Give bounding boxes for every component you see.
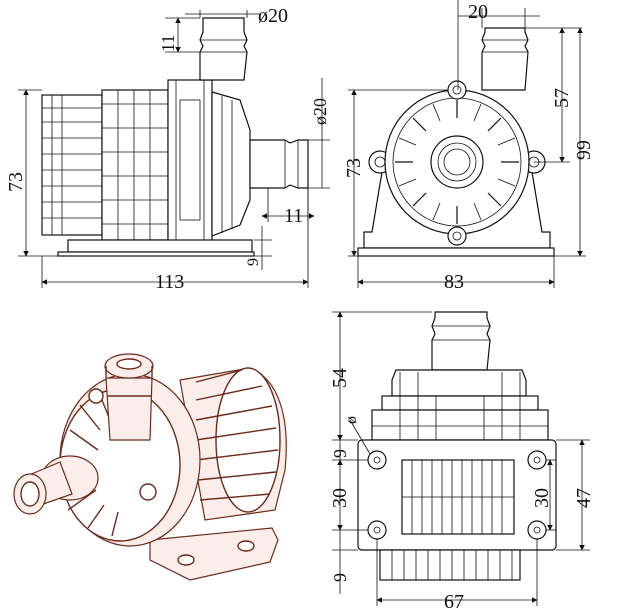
bottom-hole-offset-left: 9	[330, 449, 350, 458]
front-view: 20 57 99 73 83	[343, 0, 595, 293]
boss-bottom	[447, 226, 467, 246]
bottom-hole-bottom-right	[527, 520, 547, 540]
bottom-hole-bottom-left	[367, 520, 387, 540]
bottom-bottom-offset: 9	[330, 573, 350, 582]
bottom-view: 54 ø 9 30 30 47 9 67	[329, 311, 595, 613]
side-view: ø20 11 73 ø20 11 9 113	[5, 5, 330, 293]
bottom-head-mid	[381, 395, 539, 411]
side-outlet-diameter: ø20	[258, 5, 288, 27]
bottom-hole-diameter: ø	[343, 416, 360, 424]
iso-outlet-tube	[105, 377, 153, 441]
front-dims	[348, 0, 586, 288]
bottom-hole-spacing-left: 30	[329, 488, 351, 508]
iso-base-plate	[149, 527, 279, 581]
front-outlet-width: 20	[468, 1, 488, 23]
side-inlet-diameter: ø20	[310, 98, 330, 125]
front-inlet-outer	[430, 135, 484, 189]
motor-housing	[41, 94, 103, 236]
side-base-height: 9	[245, 258, 262, 266]
bottom-fins	[402, 460, 514, 534]
motor-fins	[42, 95, 102, 235]
base-plate	[67, 239, 253, 253]
bottom-head-ribs	[372, 372, 548, 440]
bottom-head-top	[391, 369, 527, 397]
front-base-plate	[357, 247, 555, 257]
front-overall-height: 99	[573, 140, 595, 160]
bottom-width: 67	[444, 591, 464, 613]
base-foot	[57, 251, 255, 257]
side-top-height: 11	[158, 35, 178, 52]
inlet-pipe	[249, 139, 309, 189]
bottom-top-height: 54	[329, 368, 351, 388]
body-ribs	[102, 90, 168, 240]
bottom-hole-spacing-right: 30	[531, 488, 553, 508]
front-outlet-offset: 57	[551, 88, 573, 108]
bottom-hole-top-right	[527, 450, 547, 470]
bottom-lower-fin-lines	[391, 550, 513, 580]
bottom-hole-top-left	[367, 450, 387, 470]
isometric-render	[13, 353, 287, 581]
pump-head-flange	[167, 79, 213, 243]
side-dims	[18, 10, 330, 288]
bottom-outlet-pipe	[431, 311, 491, 371]
bottom-height-right: 47	[573, 488, 595, 508]
iso-motor-fins	[195, 369, 279, 501]
bottom-lower-fins	[379, 549, 521, 581]
front-ribs	[395, 100, 519, 224]
boss-top	[447, 80, 467, 100]
ribbed-body	[101, 89, 169, 241]
side-overall-length: 113	[155, 271, 184, 293]
front-body-height: 73	[343, 158, 365, 178]
front-base-width: 83	[444, 271, 464, 293]
front-outlet-pipe	[481, 27, 529, 91]
side-overall-height: 73	[5, 172, 27, 192]
bottom-dims	[332, 311, 590, 606]
bottom-head-body	[371, 409, 549, 441]
outlet-pipe	[199, 17, 248, 81]
pump-volute	[211, 91, 251, 237]
side-inlet-length: 11	[284, 205, 303, 227]
